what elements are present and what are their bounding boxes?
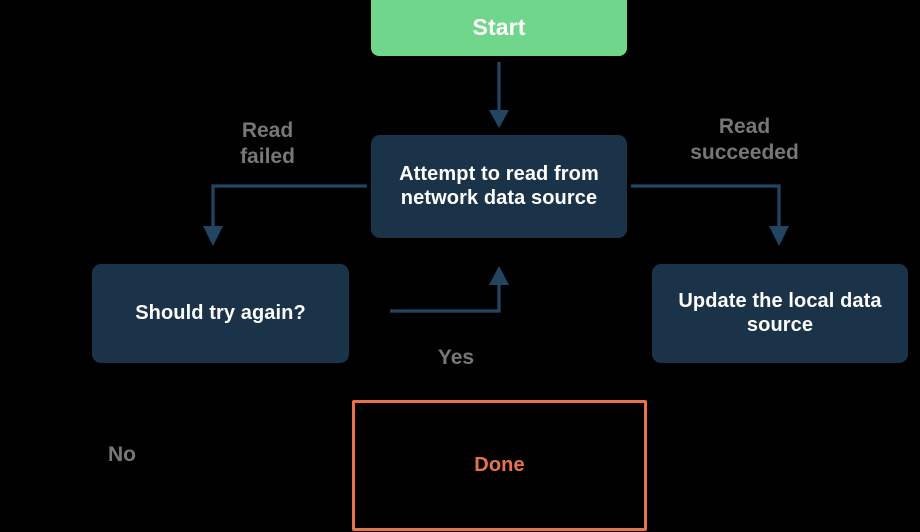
edge-attempt-to-retry bbox=[203, 184, 367, 246]
edge-label-yes: Yes bbox=[437, 346, 475, 369]
edge-label-read-succeeded: Read succeeded bbox=[690, 115, 799, 164]
node-should-try-again[interactable]: Should try again? bbox=[92, 264, 349, 363]
edge-start-to-attempt bbox=[489, 62, 509, 128]
edge-label-read-failed: Read failed bbox=[240, 119, 295, 168]
node-start[interactable]: Start bbox=[371, 0, 627, 56]
edge-retry-to-attempt bbox=[390, 266, 509, 313]
edge-label-no: No bbox=[108, 443, 136, 466]
node-attempt-read[interactable]: Attempt to read from network data source bbox=[371, 135, 627, 238]
node-done[interactable]: Done bbox=[352, 400, 647, 531]
edge-attempt-to-update bbox=[631, 184, 789, 246]
node-update-local-data-source[interactable]: Update the local data source bbox=[652, 264, 908, 363]
